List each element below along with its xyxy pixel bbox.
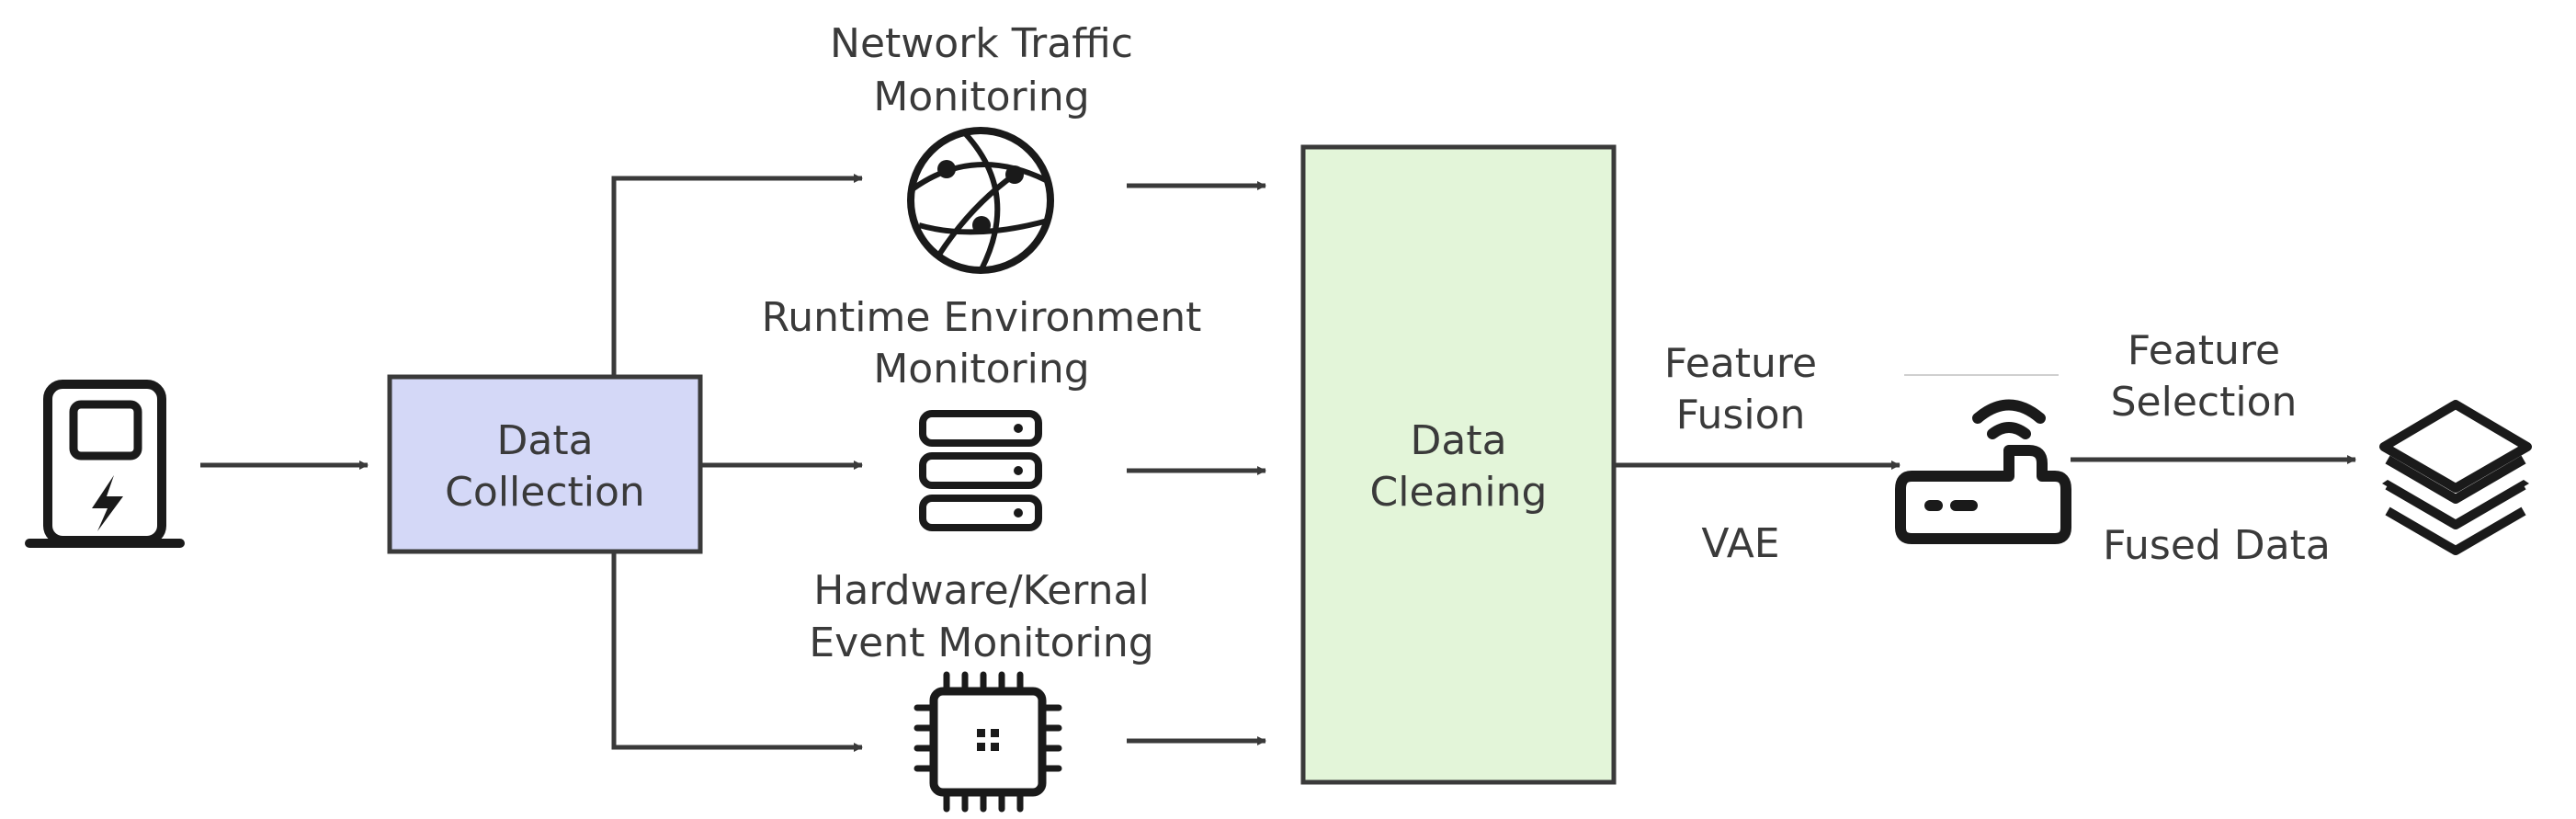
hardware-kernel-label: Hardware/Kernal Event Monitoring (809, 567, 1153, 666)
runtime-env-label: Runtime Environment Monitoring (762, 294, 1202, 392)
feature-selection-label: Feature Selection (2111, 327, 2298, 426)
data-cleaning-label-line1: Data (1410, 417, 1506, 464)
arrow-collection-to-network (611, 174, 863, 377)
feature-fusion-label-line1: Feature (1664, 340, 1817, 387)
server-stack-icon (919, 410, 1042, 531)
globe-network-icon (907, 127, 1054, 274)
layers-icon (2379, 400, 2532, 555)
connectors (200, 174, 2356, 752)
charging-station-icon (25, 380, 185, 548)
network-traffic-label: Network Traffic Monitoring (830, 20, 1133, 120)
network-traffic-label-line1: Network Traffic (830, 20, 1133, 67)
hardware-kernel-label-line2: Event Monitoring (809, 620, 1153, 666)
hardware-kernel-label-line1: Hardware/Kernal (813, 567, 1149, 614)
wifi-router-icon (1895, 374, 2071, 544)
data-cleaning-box (1300, 144, 1617, 785)
runtime-env-label-line1: Runtime Environment (762, 294, 1202, 341)
arrow-collection-to-hardware (611, 552, 863, 752)
vae-label: VAE (1701, 520, 1779, 567)
data-collection-label-line1: Data (496, 417, 593, 464)
data-collection-label-line2: Collection (445, 469, 645, 516)
data-collection-node: Data Collection (387, 374, 703, 554)
fused-data-label: Fused Data (2103, 522, 2331, 569)
feature-fusion-label: Feature Fusion (1664, 340, 1817, 438)
feature-fusion-label-line2: Fusion (1676, 392, 1806, 438)
feature-selection-label-line1: Feature (2128, 327, 2280, 374)
network-traffic-label-line2: Monitoring (873, 74, 1089, 120)
cpu-chip-icon (914, 671, 1062, 813)
data-cleaning-node: Data Cleaning (1300, 144, 1617, 785)
data-collection-box (387, 374, 703, 554)
data-cleaning-label-line2: Cleaning (1370, 469, 1548, 516)
runtime-env-label-line2: Monitoring (873, 346, 1089, 392)
feature-selection-label-line2: Selection (2111, 379, 2298, 426)
